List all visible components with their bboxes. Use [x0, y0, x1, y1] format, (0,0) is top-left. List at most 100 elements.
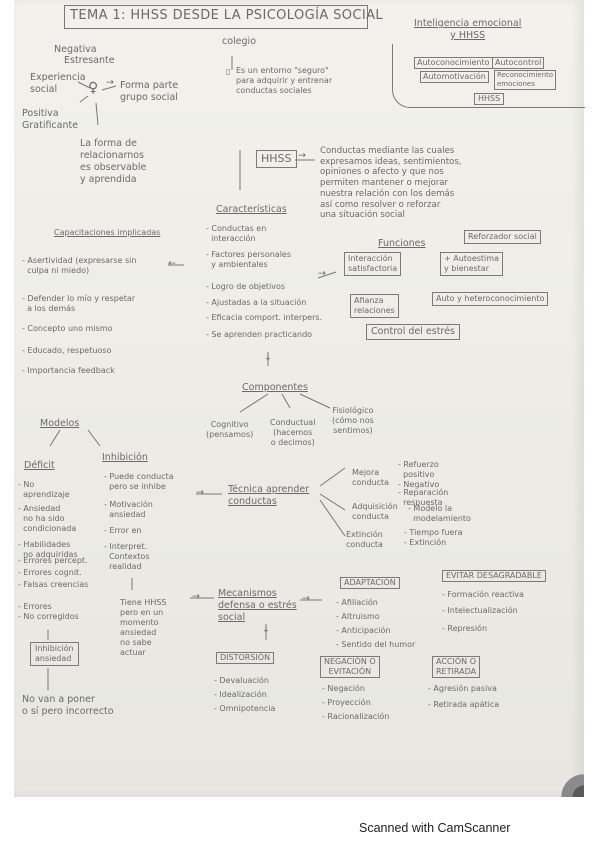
- inhibicion-item: - Puede conducta pero se inhibe: [104, 472, 174, 491]
- adaptacion-item: - Sentido del humor: [336, 640, 416, 649]
- tiene-hhss-text: Tiene HHSS pero en un momento ansiedad n…: [120, 598, 167, 657]
- hhss-box: HHSS: [256, 150, 297, 168]
- caracteristica-item: - Se aprenden practicando: [206, 330, 313, 339]
- colegio-label: colegio: [222, 36, 257, 47]
- no-van-text: No van a poner o sí pero incorrecto: [22, 694, 114, 717]
- evitar-desagradable-box: EVITAR DESAGRADABLE: [442, 570, 546, 582]
- scanned-paper: [14, 0, 584, 797]
- adaptacion-item: - Afiliación: [336, 598, 378, 607]
- afianza-box: Afianza relaciones: [350, 294, 399, 318]
- deficit-item: - Falsas creencias: [18, 580, 89, 589]
- distorsion-item: - Devaluación: [214, 676, 269, 685]
- accion-item: - Retirada apática: [428, 700, 500, 709]
- deficit-item: - Errores cognit.: [18, 568, 82, 577]
- adaptacion-item: - Anticipación: [336, 626, 391, 635]
- arrow-right-icon: →: [106, 77, 114, 88]
- interaccion-box: Interacción satisfactoria: [344, 252, 402, 276]
- negacion-item: - Racionalización: [322, 712, 390, 721]
- control-estres-box: Control del estrés: [366, 324, 460, 340]
- adquisicion-label: Adquisición conducta: [352, 502, 398, 521]
- caracteristica-item: - Conductas en interacción: [206, 224, 267, 243]
- ie-title: Inteligencia emocional y HHSS: [414, 18, 522, 41]
- inhibicion-item: - Interpret. Contextos realidad: [104, 542, 150, 571]
- extincion-label: Extinción conducta: [346, 530, 383, 549]
- tiempo-fuera-items: - Tiempo fuera - Extinción: [404, 528, 463, 547]
- errores-no-corregidos: - Errores - No corregidos: [18, 602, 79, 621]
- arrow-right-icon: →: [192, 591, 200, 602]
- positiva-label: Positiva Gratificante: [22, 108, 79, 131]
- caracteristica-item: - Logro de objetivos: [206, 282, 286, 291]
- capacitacion-item: - Importancia feedback: [22, 366, 115, 375]
- ie-item-reconocimiento: Reconocimiento emociones: [494, 70, 557, 90]
- mecanismos-title: Mecanismos defensa o estrés social: [218, 588, 297, 623]
- paper-corner-fold: [556, 772, 584, 797]
- title-box: [64, 5, 368, 29]
- autoestima-box: + Autoestima y bienestar: [440, 252, 503, 276]
- capacitaciones-title: Capacitaciones implicadas: [54, 228, 161, 237]
- capacitacion-item: - Educado, respetuoso: [22, 346, 112, 355]
- modelos-title: Modelos: [40, 418, 80, 429]
- deficit-item: - Ansiedad no ha sido condicionada: [18, 504, 77, 533]
- fisiologico-label: Fisiológico (cómo nos sentimos): [332, 406, 374, 435]
- caracteristicas-title: Características: [216, 204, 287, 215]
- negacion-item: - Proyección: [322, 698, 371, 707]
- inhibicion-item: - Error en: [104, 526, 142, 535]
- distorsion-item: - Idealización: [214, 690, 267, 699]
- person-icon: ♀: [88, 80, 99, 96]
- ie-item-autoconocimiento: Autoconocimiento: [414, 57, 493, 69]
- mejora-conducta-label: Mejora conducta: [352, 468, 389, 487]
- caracteristica-item: - Eficacia comport. interpers.: [206, 313, 323, 322]
- inhibicion-title: Inhibición: [102, 452, 148, 463]
- caracteristica-item: - Ajustadas a la situación: [206, 298, 307, 307]
- adaptacion-item: - Altruismo: [336, 612, 380, 621]
- hhss-definition: Conductas mediante las cuales expresamos…: [320, 146, 462, 221]
- deficit-item: - Habilidades no adquiridas: [18, 540, 78, 559]
- arrow-right-icon: →: [196, 487, 204, 498]
- reparacion-item: - Reparación respuesta: [398, 488, 449, 507]
- negacion-item: - Negación: [322, 684, 365, 693]
- forma-relacionarnos-text: La forma de relacionarnos es observable …: [80, 138, 147, 185]
- conductual-label: Conductual (hacemos o decimos): [270, 418, 316, 447]
- scan-watermark: Scanned with CamScanner: [359, 821, 511, 835]
- deficit-item: - No aprendizaje: [18, 480, 70, 499]
- modelado-item: - Modelo la modelamiento: [408, 504, 471, 523]
- arrow-down-icon: ↓: [262, 624, 270, 635]
- distorsion-box: DISTORSIÓN: [216, 652, 275, 664]
- cognitivo-label: Cognitivo (pensamos): [206, 420, 254, 439]
- reforzador-social-box: Reforzador social: [464, 230, 541, 244]
- componentes-title: Componentes: [242, 382, 308, 393]
- ie-item-autocontrol: Autocontrol: [492, 57, 545, 69]
- ie-frame: [392, 44, 585, 108]
- school-icon: ▯: [226, 67, 231, 76]
- evitar-item: - Represión: [442, 624, 488, 633]
- auto-hetero-box: Auto y heteroconocimiento: [432, 292, 549, 306]
- inhibicion-ansiedad-box: Inhibición ansiedad: [30, 642, 79, 666]
- evitar-item: - Formación reactiva: [442, 590, 524, 599]
- negacion-box: NEGACIÓN O EVITACIÓN: [320, 656, 380, 678]
- experiencia-social-label: Experiencia social: [30, 72, 86, 95]
- arrow-right-icon: →: [318, 268, 326, 279]
- capacitacion-item: - Concepto uno mismo: [22, 324, 113, 333]
- accion-item: - Agresión pasiva: [428, 684, 497, 693]
- adaptacion-box: ADAPTACIÓN: [340, 577, 400, 589]
- ie-item-automotivacion: Automotivación: [420, 71, 489, 83]
- refuerzo-items: - Refuerzo positivo - Negativo: [398, 460, 440, 489]
- ie-item-hhss: HHSS: [474, 93, 505, 105]
- negativa-label: Negativa: [54, 44, 97, 55]
- page-title: TEMA 1: HHSS DESDE LA PSICOLOGÍA SOCIAL: [70, 8, 384, 23]
- colegio-text: Es un entorno "seguro" para adquirir y e…: [236, 66, 333, 95]
- distorsion-item: - Omnipotencia: [214, 704, 276, 713]
- arrow-down-icon: ↓: [264, 352, 272, 363]
- inhibicion-item: - Motivación ansiedad: [104, 500, 153, 519]
- arrow-left-icon: ←: [168, 258, 176, 269]
- deficit-item: - Errores percept.: [18, 556, 88, 565]
- forma-parte-label: Forma parte grupo social: [120, 80, 179, 103]
- caracteristica-item: - Factores personales y ambientales: [206, 250, 292, 269]
- deficit-title: Déficit: [24, 460, 55, 471]
- evitar-item: - Intelectualización: [442, 606, 518, 615]
- estresante-label: Estresante: [64, 55, 115, 66]
- arrow-right-icon: →: [302, 593, 310, 604]
- funciones-title: Funciones: [378, 238, 426, 249]
- arrow-right-icon: →: [298, 150, 306, 161]
- accion-retirada-box: ACCIÓN O RETIRADA: [432, 656, 481, 678]
